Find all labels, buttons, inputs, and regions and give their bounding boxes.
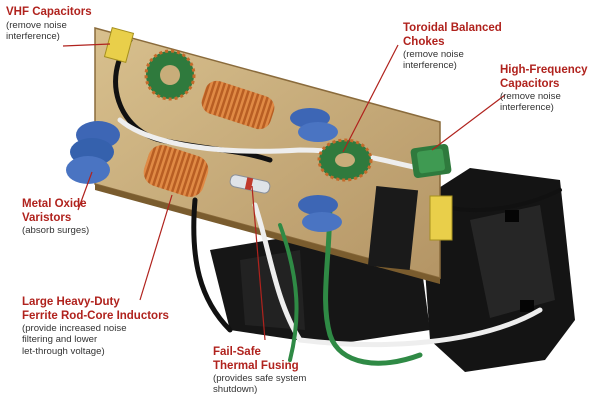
thermal-fuse [229,174,271,194]
label-title: VHF Capacitors [6,6,92,18]
label-title: Chokes [403,35,445,48]
label-rod-core-inductors: Large Heavy-Duty Ferrite Rod-Core Induct… [22,296,169,357]
label-title: High-Frequency [500,64,588,76]
label-sub: (absorb surges) [22,225,90,237]
label-title: Metal Oxide [22,198,87,210]
label-sub: shutdown) [213,384,258,396]
label-title: Capacitors [500,77,560,90]
label-title: Toroidal Balanced [403,22,502,34]
label-metal-oxide-varistors: Metal Oxide Varistors (absorb surges) [22,198,89,236]
film-capacitor-block [367,186,419,270]
outlet-housing [420,168,575,372]
label-title: Fail-Safe [213,346,261,358]
label-thermal-fusing: Fail-Safe Thermal Fusing (provides safe … [213,346,306,396]
label-title: Thermal Fusing [213,359,299,372]
label-sub: (provides safe system [213,373,307,385]
label-sub: (remove noise [6,19,67,31]
label-sub: let-through voltage) [22,345,105,357]
label-sub: interference) [403,60,457,72]
label-sub: interference) [500,102,554,114]
label-sub: interference) [6,30,60,42]
toroidal-choke-top [144,49,196,101]
label-title: Ferrite Rod-Core Inductors [22,309,169,322]
rod-inductor-top [201,80,275,130]
leader-lines [62,43,506,341]
yellow-capacitor-right [429,195,453,241]
blue-discs-mid [290,108,342,232]
label-sub: (remove noise [403,49,464,61]
label-toroidal-chokes: Toroidal Balanced Chokes (remove noise i… [403,22,502,72]
toroidal-choke-right [317,138,373,182]
label-high-frequency-capacitors: High-Frequency Capacitors (remove noise … [500,64,588,114]
label-sub: (remove noise [500,91,561,103]
label-title: Varistors [22,211,72,224]
label-sub: filtering and lower [22,334,98,346]
high-frequency-capacitors [410,144,452,178]
wires [113,37,562,366]
label-sub: (provide increased noise [22,323,127,335]
label-vhf-capacitors: VHF Capacitors (remove noise interferenc… [6,6,92,42]
metal-oxide-varistors [66,121,120,184]
vhf-capacitor [103,27,135,63]
label-title: Large Heavy-Duty [22,296,120,308]
rod-inductor-bottom [143,145,209,197]
